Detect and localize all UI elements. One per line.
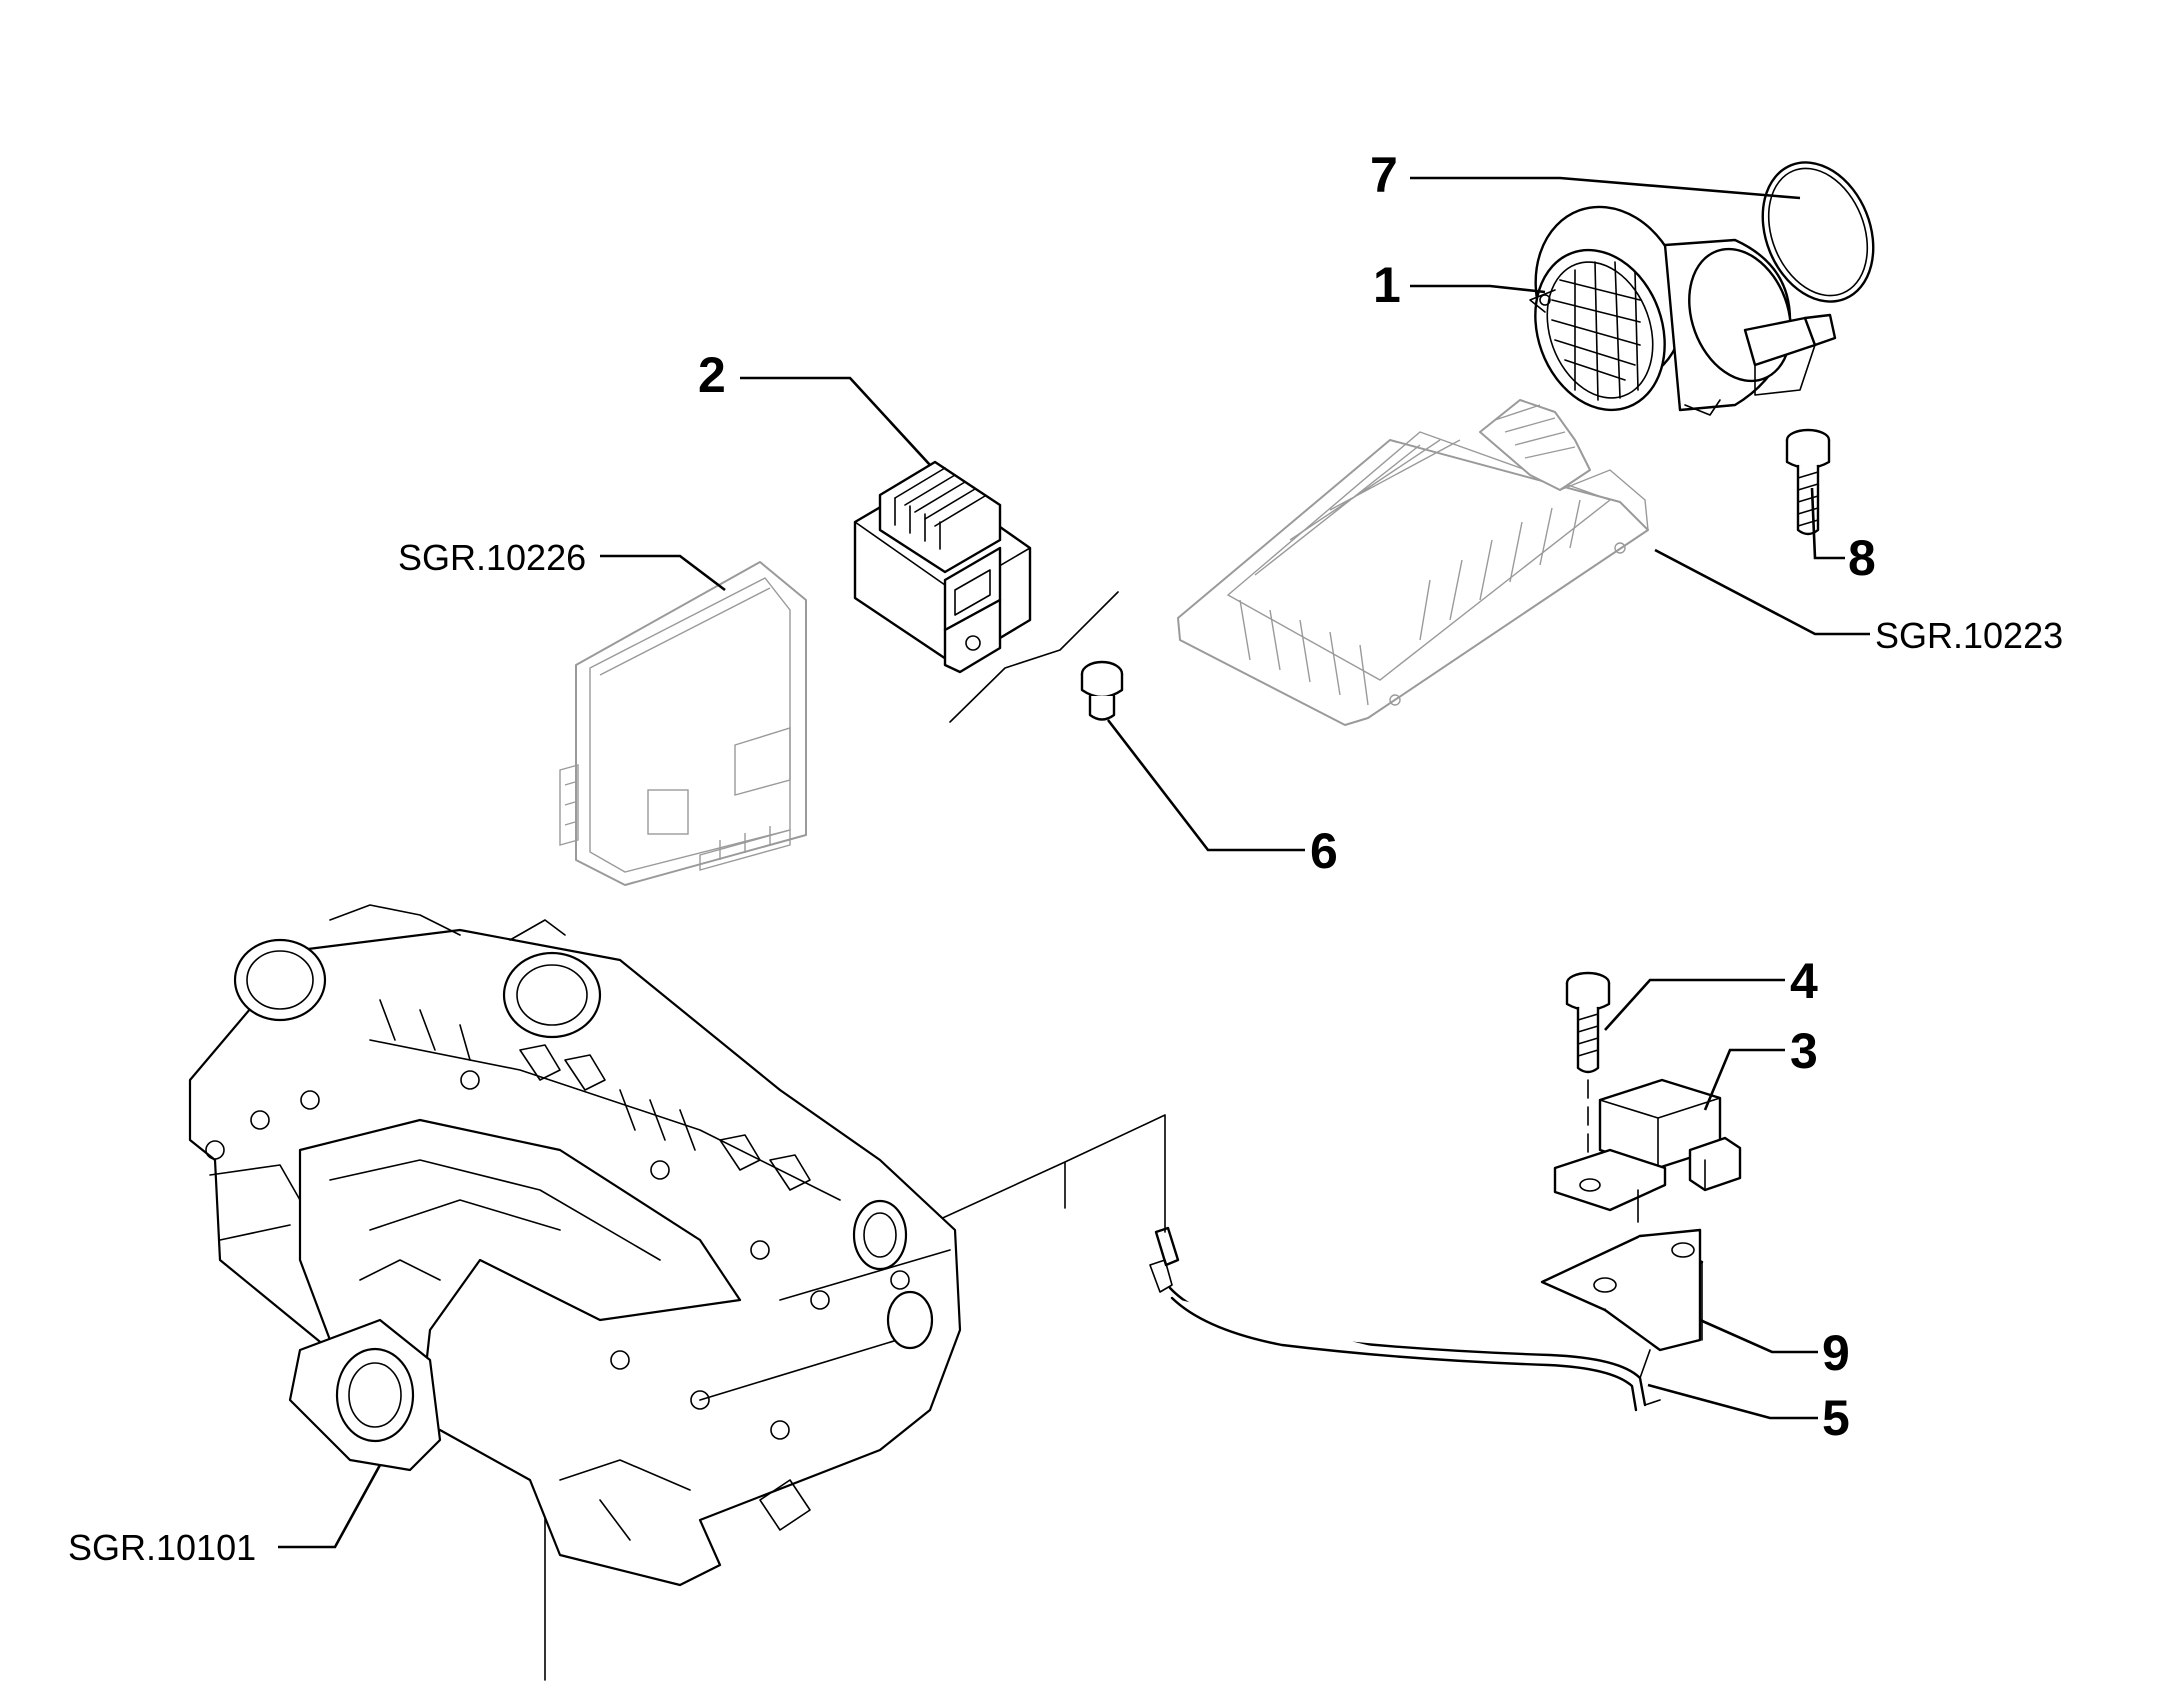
bracket-part-9 bbox=[1540, 1228, 1704, 1352]
airflow-meter-part-1 bbox=[1529, 205, 1837, 416]
callout-6: 6 bbox=[1310, 823, 1338, 879]
ref-label-cylinder-head: SGR.10101 bbox=[68, 1527, 256, 1568]
callout-2: 2 bbox=[698, 347, 726, 403]
ref-label-ecu: SGR.10226 bbox=[398, 537, 586, 578]
screw-part-8 bbox=[1785, 428, 1831, 536]
callout-4: 4 bbox=[1790, 953, 1818, 1009]
callout-8: 8 bbox=[1848, 530, 1876, 586]
callout-7: 7 bbox=[1370, 147, 1398, 203]
callout-3: 3 bbox=[1790, 1023, 1818, 1079]
screw-part-4 bbox=[1565, 971, 1611, 1176]
callout-1: 1 bbox=[1373, 257, 1401, 313]
clip-part-6 bbox=[1080, 660, 1124, 721]
ecu-reference-drawing bbox=[559, 561, 807, 886]
leader-lines bbox=[278, 176, 1870, 1549]
cable-part-5 bbox=[1149, 1226, 1661, 1412]
sensor-part-3 bbox=[1553, 1078, 1742, 1223]
air-filter-reference-drawing bbox=[1177, 399, 1649, 726]
ref-label-air-filter: SGR.10223 bbox=[1875, 615, 2063, 656]
callout-9: 9 bbox=[1822, 1325, 1850, 1381]
relay-part-2 bbox=[853, 460, 1032, 674]
callout-5: 5 bbox=[1822, 1390, 1850, 1446]
cylinder-head-drawing bbox=[188, 904, 962, 1587]
cable-break-line bbox=[949, 591, 1119, 723]
